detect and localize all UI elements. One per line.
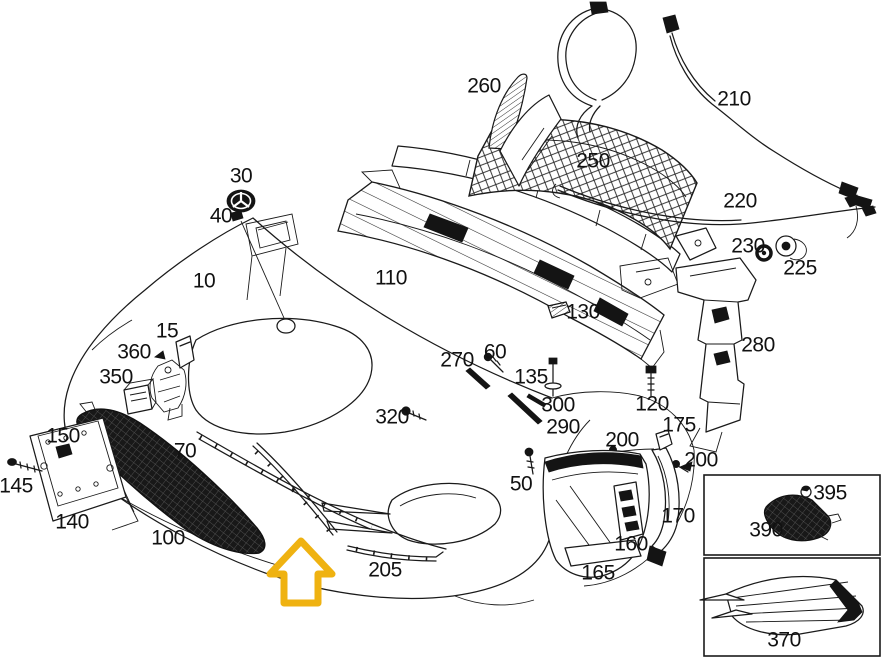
pillar-trim-170 (646, 447, 680, 567)
plate-screw (7, 458, 43, 473)
clip-175 (655, 429, 673, 451)
trim-strip-205 (346, 545, 444, 562)
sensor-bracket (149, 350, 187, 421)
grommet (755, 244, 773, 262)
mesh-insert-390 (763, 494, 842, 542)
emblem-clip (230, 210, 244, 222)
bolt-120 (645, 365, 657, 397)
fog-trim-370 (699, 575, 864, 636)
screw-200-right (672, 459, 693, 473)
screw-320 (401, 406, 427, 421)
trim-strip-270 (465, 367, 491, 390)
small-clip-15 (175, 335, 195, 369)
plate-clip (55, 443, 73, 459)
clip-130 (547, 301, 571, 319)
screw-60 (483, 352, 504, 373)
inset-box-top (703, 474, 881, 556)
star-emblem (226, 189, 256, 213)
fastener-395 (800, 485, 812, 498)
parking-sensor (775, 235, 807, 261)
trim-strip-300 (526, 393, 547, 408)
trim-strip-290 (507, 392, 543, 425)
push-pin-135 (544, 357, 562, 397)
wheel-arch-liner (542, 449, 650, 578)
screw-50 (524, 447, 535, 475)
release-cable (552, 183, 877, 226)
license-plate-bracket (29, 417, 139, 531)
hood-seal-strip (488, 73, 562, 187)
wiring-harness (557, 1, 873, 239)
arch-bracket-160 (613, 481, 644, 541)
under-panel (337, 169, 665, 369)
inset-box-bottom (699, 557, 881, 657)
highlight-arrow (266, 537, 336, 607)
side-bracket (675, 257, 757, 453)
